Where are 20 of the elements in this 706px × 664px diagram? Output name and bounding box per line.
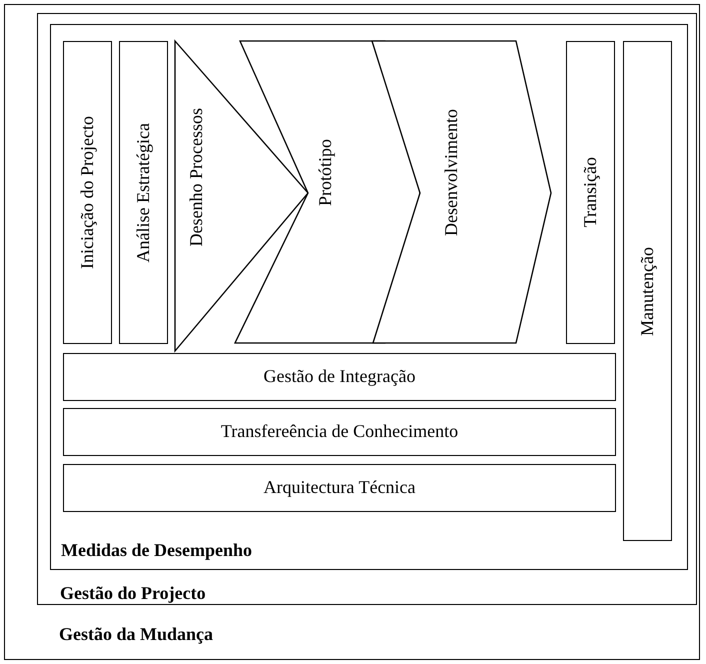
group-title: Medidas de Desempenho — [61, 541, 252, 561]
group-title: Gestão da Mudança — [59, 625, 214, 645]
phase-label: Gestão de Integração — [264, 367, 416, 387]
phase-label: Desenvolvimento — [442, 109, 462, 236]
phase-label: Transição — [580, 157, 600, 228]
phase-box — [623, 41, 672, 541]
phase-label: Análise Estratégica — [134, 122, 154, 262]
activity-bar — [63, 408, 616, 456]
phase-label: Iniciação do Projecto — [78, 116, 98, 269]
phase-box — [566, 41, 615, 344]
activity-bar — [63, 353, 616, 401]
phase-box — [119, 41, 168, 344]
phase-label: Transfereência de Conhecimento — [220, 422, 458, 442]
activity-bar — [63, 464, 616, 512]
phase-box — [63, 41, 112, 344]
phase-label: Desenho Processos — [187, 108, 207, 246]
phase-label: Manutenção — [638, 246, 658, 336]
phase-label: Arquitectura Técnica — [263, 478, 416, 498]
phase-label: Protótipo — [316, 139, 336, 206]
group-title: Gestão do Projecto — [60, 584, 206, 604]
